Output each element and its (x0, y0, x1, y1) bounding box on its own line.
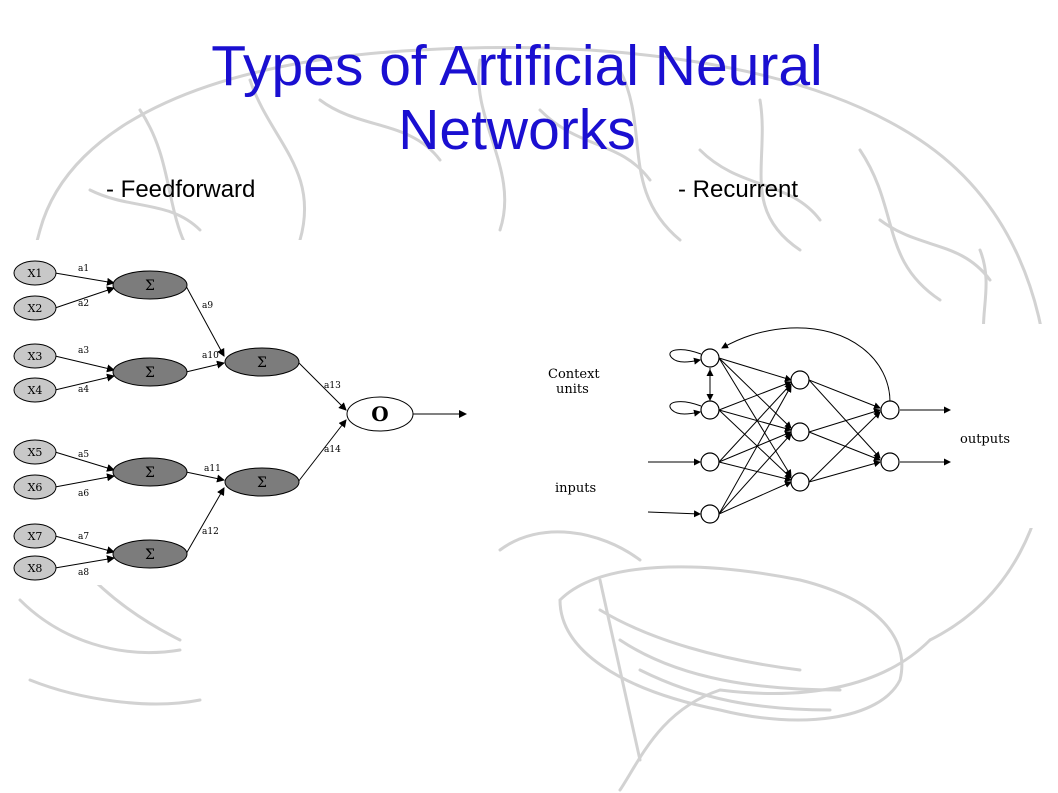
context-units-label-line2: units (556, 382, 589, 397)
weight-label-a8: a8 (78, 568, 89, 578)
weight-label-a6: a6 (78, 489, 89, 499)
sum-node-4 (112, 539, 188, 569)
feedforward-network-svg: X1 X2 X3 X4 X5 X6 X7 X8 a1 a2 a3 a4 a5 a… (13, 260, 467, 581)
output-label: O (371, 402, 388, 426)
hidden-nodes (112, 270, 300, 569)
weight-label-a14: a14 (324, 445, 341, 455)
recurrent-diagram: Context units inputs outputs (480, 324, 1058, 528)
input-label-x1: X1 (28, 267, 43, 280)
weight-label-a10: a10 (202, 351, 219, 361)
output-node-2 (880, 452, 900, 472)
outputs-label: outputs (960, 432, 1010, 447)
output-node-1 (880, 400, 900, 420)
recurrent-heading: - Recurrent (678, 176, 799, 203)
context-node-2 (700, 400, 720, 420)
input-node-2 (700, 504, 720, 524)
input-nodes (13, 260, 57, 581)
input-node-x6 (13, 474, 57, 500)
weight-label-a13: a13 (324, 381, 341, 391)
context-node-1 (700, 348, 720, 368)
sum-symbol-6: Σ (257, 475, 267, 491)
sum-symbol-2: Σ (145, 365, 155, 381)
weight-label-a11: a11 (204, 464, 221, 474)
sum-symbol-1: Σ (145, 278, 155, 294)
input-node-x2 (13, 295, 57, 321)
input-label-x6: X6 (28, 481, 43, 494)
sum-symbol-5: Σ (257, 355, 267, 371)
weight-label-a12: a12 (202, 527, 219, 537)
input-node-x3 (13, 343, 57, 369)
weight-label-a3: a3 (78, 346, 89, 356)
sum-node-1 (112, 270, 188, 300)
input-node-x1 (13, 260, 57, 286)
weight-label-a9: a9 (202, 301, 213, 311)
sum-node-6 (224, 467, 300, 497)
weight-label-a7: a7 (78, 532, 89, 542)
feedforward-heading: - Feedforward (106, 176, 256, 203)
output-node (346, 396, 414, 432)
input-node-x5 (13, 439, 57, 465)
hidden-node-3 (790, 472, 810, 492)
sum-symbol-4: Σ (145, 547, 155, 563)
weight-label-a5: a5 (78, 450, 89, 460)
weight-label-a4: a4 (78, 385, 89, 395)
title-line-2: Networks (398, 98, 636, 162)
hidden-node-2 (790, 422, 810, 442)
inputs-label: inputs (555, 481, 596, 496)
context-units-label-line1: Context (548, 367, 600, 382)
title-line-1: Types of Artificial Neural (211, 34, 823, 98)
input-node-1 (700, 452, 720, 472)
hidden-node-1 (790, 370, 810, 390)
slide-title: Types of Artificial Neural Networks (0, 34, 1034, 162)
sum-node-5 (224, 347, 300, 377)
input-label-x8: X8 (28, 562, 43, 575)
input-node-x8 (13, 555, 57, 581)
weight-label-a2: a2 (78, 299, 89, 309)
input-label-x2: X2 (28, 302, 43, 315)
sum-node-3 (112, 457, 188, 487)
recurrent-network-svg: Context units inputs outputs (548, 327, 1010, 524)
input-node-x4 (13, 377, 57, 403)
weight-label-a1: a1 (78, 264, 89, 274)
input-label-x7: X7 (28, 530, 43, 543)
input-node-x7 (13, 523, 57, 549)
sum-symbol-3: Σ (145, 465, 155, 481)
feedforward-diagram: X1 X2 X3 X4 X5 X6 X7 X8 a1 a2 a3 a4 a5 a… (0, 240, 478, 585)
input-label-x4: X4 (28, 384, 43, 397)
sum-node-2 (112, 357, 188, 387)
input-label-x5: X5 (28, 446, 43, 459)
input-label-x3: X3 (28, 350, 43, 363)
